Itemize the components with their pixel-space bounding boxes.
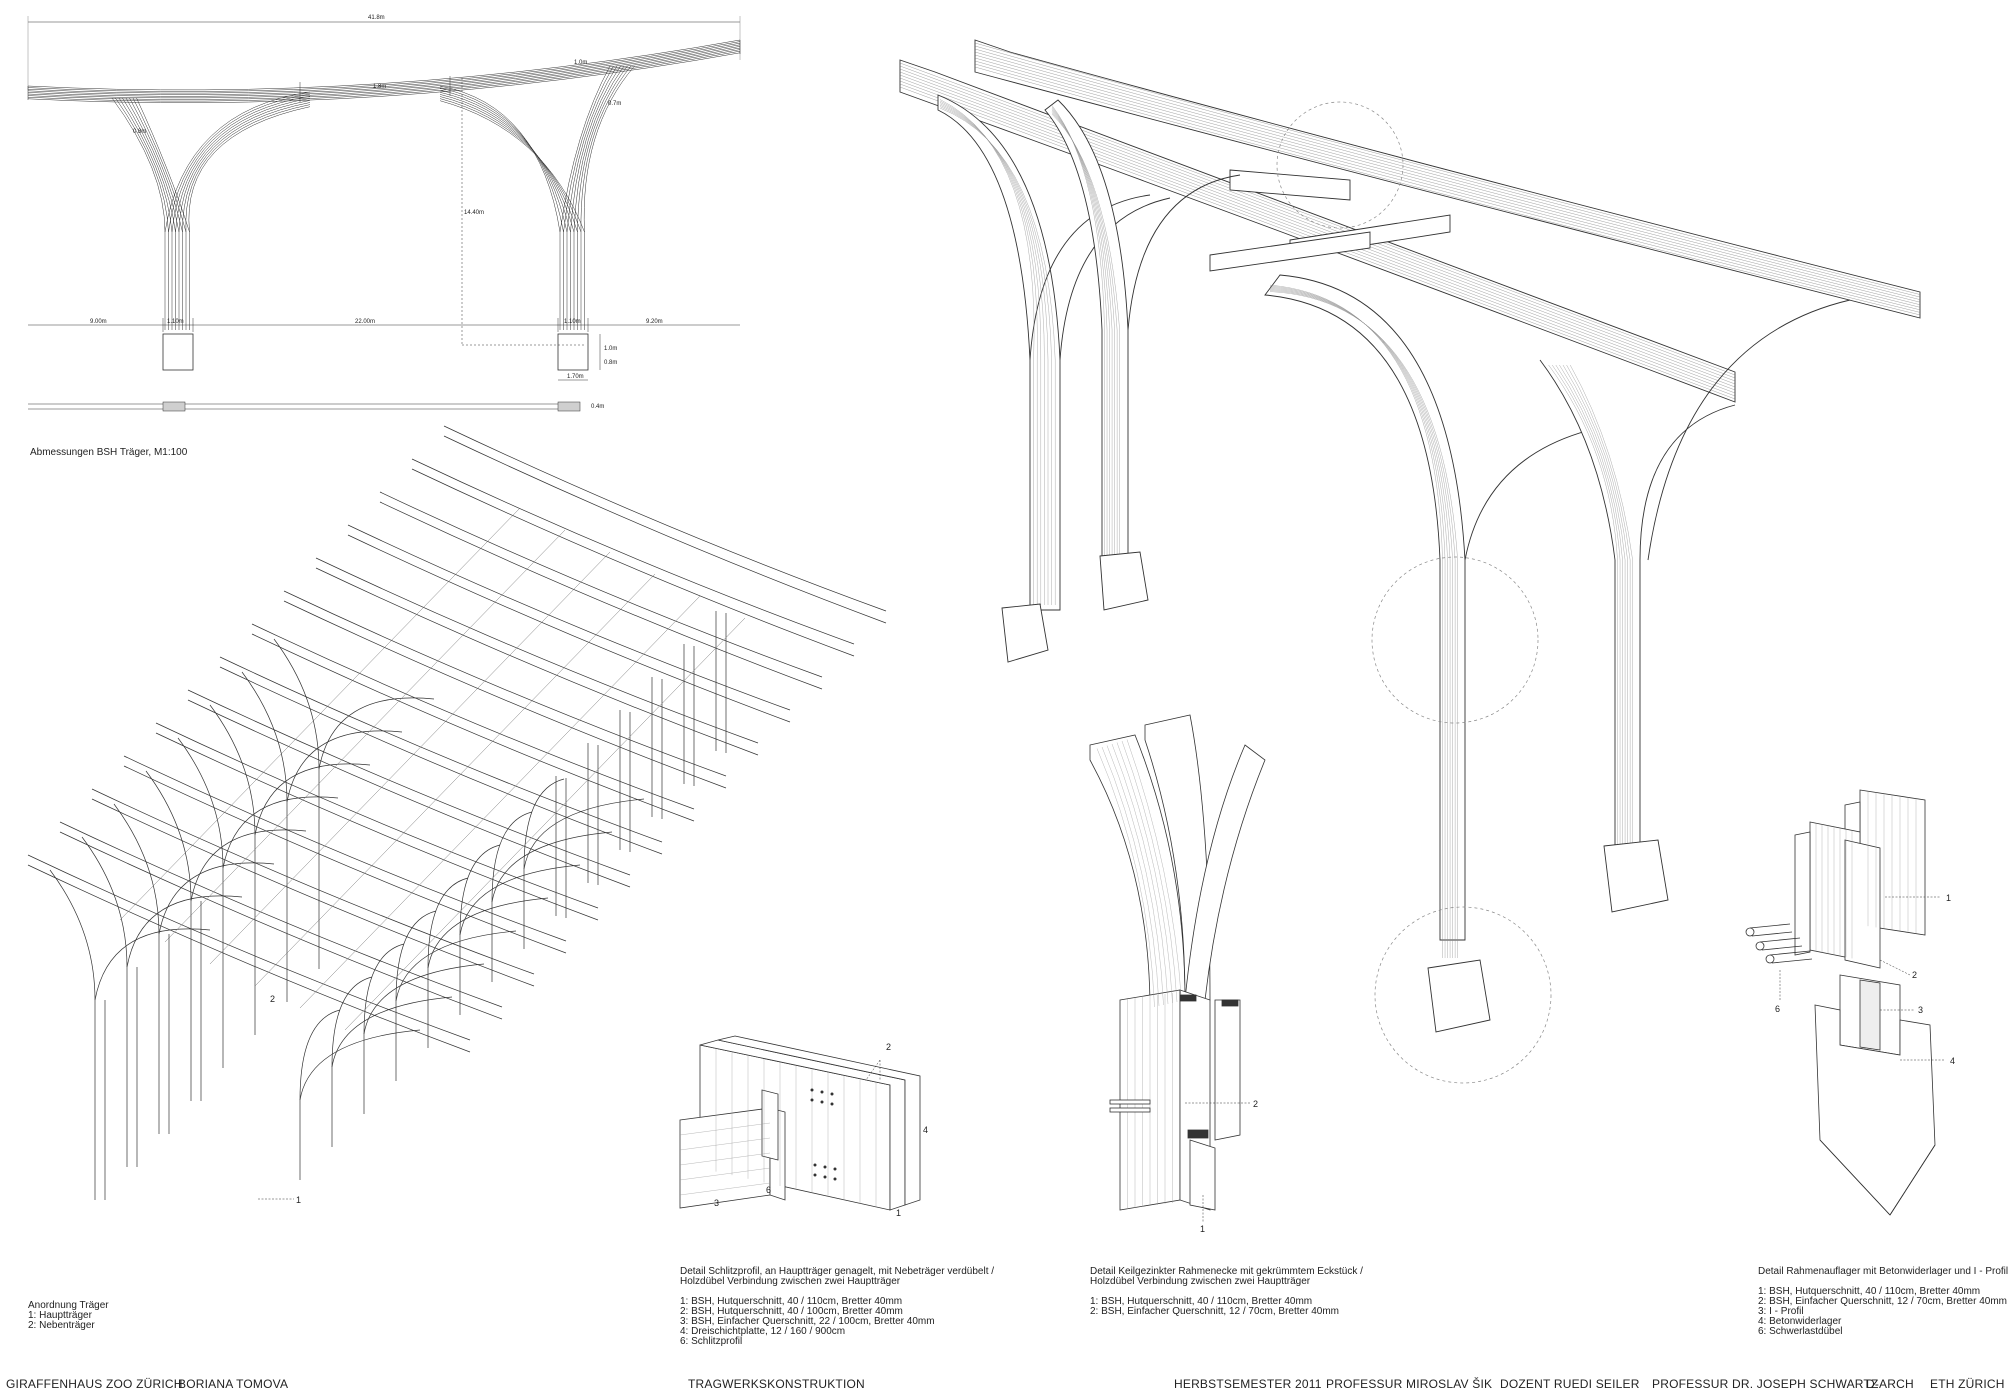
footer-subject: TRAGWERKSKONSTRUKTION	[688, 1377, 865, 1391]
arrangement-legend: Anordnung Träger 1: Hauptträger 2: Neben…	[28, 1301, 109, 1331]
slot-tag-4: 4	[923, 1125, 928, 1135]
dim-foot-h2: 0.8m	[604, 360, 617, 366]
corner-tag-2: 2	[1253, 1099, 1258, 1109]
elevation-caption-text: Abmessungen BSH Träger, M1:100	[30, 447, 188, 458]
slot-legend-item: 2: BSH, Hutquerschnitt, 40 / 100cm, Bret…	[680, 1306, 903, 1317]
dim-center-span: 22.00m	[355, 319, 375, 325]
support-legend-item: 3: I - Profil	[1758, 1306, 1804, 1317]
footer-lecturer: DOZENT RUEDI SEILER	[1500, 1377, 1640, 1391]
dim-col-right: 1.10m	[564, 319, 581, 325]
dim-right-span: 9.20m	[646, 319, 663, 325]
support-tag-3: 3	[1918, 1005, 1923, 1015]
slot-legend-title-line: Detail Schlitzprofil, an Hauptträger gen…	[680, 1266, 995, 1277]
dim-foot-h1: 1.0m	[604, 346, 617, 352]
slot-legend-title-line: Holzdübel Verbindung zwischen zwei Haupt…	[680, 1276, 901, 1287]
slot-legend-item: 4: Dreischichtplatte, 12 / 160 / 900cm	[680, 1326, 846, 1337]
arrangement-legend-item: 1: Hauptträger	[28, 1310, 92, 1321]
slot-tag-6: 6	[766, 1185, 771, 1195]
support-tag-1: 1	[1946, 893, 1951, 903]
dim-arch-left: 0.8m	[133, 129, 146, 135]
dim-beam-mid: 1.8m	[373, 84, 386, 90]
support-detail-legend: Detail Rahmenauflager mit Betonwiderlage…	[1758, 1267, 2008, 1337]
slot-tag-3: 3	[714, 1198, 719, 1208]
slot-legend-item: 1: BSH, Hutquerschnitt, 40 / 110cm, Bret…	[680, 1296, 903, 1307]
slot-tag-1: 1	[896, 1208, 901, 1218]
support-tag-6: 6	[1775, 1004, 1780, 1014]
support-legend-item: 2: BSH, Einfacher Querschnitt, 12 / 70cm…	[1758, 1296, 2007, 1307]
arrangement-tag-1: 1	[296, 1195, 301, 1205]
footer-professor-1: PROFESSUR MIROSLAV ŠIK	[1326, 1377, 1493, 1391]
elevation-dimensions: 41.8m 1.0m 1.8m 0.8m 0.7m 14.40m 9.00m 1…	[90, 15, 663, 410]
slot-tag-2: 2	[886, 1042, 891, 1052]
frame-corner-detail-drawing	[1089, 714, 1266, 1211]
footer-semester: HERBSTSEMESTER 2011	[1174, 1377, 1322, 1391]
slot-legend-item: 3: BSH, Einfacher Querschnitt, 22 / 100c…	[680, 1316, 935, 1327]
dim-col-left: 1.10m	[167, 319, 184, 325]
title-block-footer: GIRAFFENHAUS ZOO ZÜRICH BORIANA TOMOVA T…	[0, 1377, 2004, 1393]
isometric-frame-drawing	[899, 39, 1921, 1084]
support-legend-item: 4: Betonwiderlager	[1758, 1316, 1842, 1327]
corner-legend-title-line: Holzdübel Verbindung zwischen zwei Haupt…	[1090, 1276, 1311, 1287]
dim-foot-w: 1.70m	[567, 374, 584, 380]
arrangement-legend-title: Anordnung Träger	[28, 1300, 109, 1311]
frame-support-detail-drawing	[1745, 789, 1936, 1216]
dim-beam-right: 1.0m	[574, 60, 587, 66]
dim-height: 14.40m	[464, 210, 484, 216]
arrangement-legend-item: 2: Nebenträger	[28, 1320, 95, 1331]
arrangement-tags: 2 1	[258, 994, 301, 1205]
arrangement-drawing	[27, 425, 887, 1200]
support-tag-4: 4	[1950, 1056, 1955, 1066]
corner-legend-item: 2: BSH, Einfacher Querschnitt, 12 / 70cm…	[1090, 1306, 1339, 1317]
corner-legend-title-line: Detail Keilgezinkter Rahmenecke mit gekr…	[1090, 1266, 1363, 1277]
support-detail-tags: 1 2 6 3 4	[1775, 893, 1955, 1066]
arrangement-tag-2: 2	[270, 994, 275, 1004]
slot-profile-detail-drawing	[679, 1035, 921, 1211]
footer-author: BORIANA TOMOVA	[178, 1377, 289, 1391]
footer-project: GIRAFFENHAUS ZOO ZÜRICH	[6, 1377, 183, 1391]
support-legend-item: 1: BSH, Hutquerschnitt, 40 / 110cm, Bret…	[1758, 1286, 1981, 1297]
slot-detail-legend: Detail Schlitzprofil, an Hauptträger gen…	[680, 1267, 994, 1347]
slot-legend-item: 6: Schlitzprofil	[680, 1336, 743, 1347]
dim-left-span: 9.00m	[90, 319, 107, 325]
corner-detail-tags: 2 1	[1185, 1099, 1258, 1234]
support-legend-item: 6: Schwerlastdübel	[1758, 1326, 1843, 1337]
corner-legend-item: 1: BSH, Hutquerschnitt, 40 / 110cm, Bret…	[1090, 1296, 1313, 1307]
elevation-drawing	[27, 16, 741, 412]
corner-detail-legend: Detail Keilgezinkter Rahmenecke mit gekr…	[1090, 1267, 1363, 1317]
footer-professor-2: PROFESSUR DR. JOSEPH SCHWARTZ	[1652, 1377, 1879, 1391]
corner-tag-1: 1	[1200, 1224, 1205, 1234]
dim-overall: 41.8m	[368, 15, 385, 21]
elevation-caption: Abmessungen BSH Träger, M1:100	[30, 448, 187, 458]
slot-detail-tags: 2 4 3 6 1	[714, 1042, 928, 1218]
support-legend-title-line: Detail Rahmenauflager mit Betonwiderlage…	[1758, 1266, 2008, 1277]
footer-department: D-ARCH	[1866, 1377, 1914, 1391]
dim-arch-right: 0.7m	[608, 101, 621, 107]
dim-section-w: 0.4m	[591, 404, 604, 410]
footer-school: ETH ZÜRICH	[1930, 1377, 2005, 1391]
support-tag-2: 2	[1912, 970, 1917, 980]
